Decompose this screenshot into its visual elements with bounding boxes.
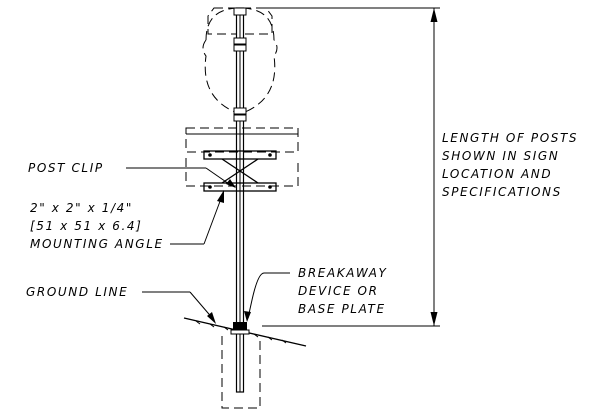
breakaway-line-3: BASE PLATE xyxy=(298,302,386,316)
mounting-angle-line-1: 2" x 2" x 1/4" xyxy=(30,201,133,215)
post-clip-arrow-icon xyxy=(226,179,236,188)
breakaway-arrow-icon xyxy=(244,311,251,322)
breakaway-line-2: DEVICE OR xyxy=(298,284,379,298)
length-of-posts-line-2: SHOWN IN SIGN xyxy=(442,149,559,163)
breakaway-device xyxy=(230,322,250,335)
post-clip-leader xyxy=(126,167,236,188)
mounting-angle-arrow-icon xyxy=(217,190,224,203)
ground-line-label: GROUND LINE xyxy=(26,285,128,299)
length-of-posts-line-4: SPECIFICATIONS xyxy=(442,185,562,199)
breakaway-line-1: BREAKAWAY xyxy=(298,266,388,280)
mounting-angle-assembly xyxy=(185,150,299,192)
mounting-angle-line-2: [51 x 51 x 6.4] xyxy=(30,219,142,233)
arrowhead-bottom-icon xyxy=(430,312,438,326)
post-length-dimension xyxy=(262,7,440,327)
ground-line-leader xyxy=(142,291,216,324)
mounting-angle-leader xyxy=(170,190,224,245)
breakaway-leader xyxy=(244,272,290,322)
length-of-posts-line-1: LENGTH OF POSTS xyxy=(442,131,578,145)
length-of-posts-line-3: LOCATION AND xyxy=(442,167,552,181)
arrowhead-top-icon xyxy=(430,8,438,22)
ground-line-arrow-icon xyxy=(207,312,216,324)
mounting-angle-line-3: MOUNTING ANGLE xyxy=(30,237,164,251)
post-nuts xyxy=(233,7,247,122)
post-clip-label: POST CLIP xyxy=(28,161,104,175)
foundation-outline xyxy=(221,336,261,409)
upper-sign-plate xyxy=(185,127,299,153)
